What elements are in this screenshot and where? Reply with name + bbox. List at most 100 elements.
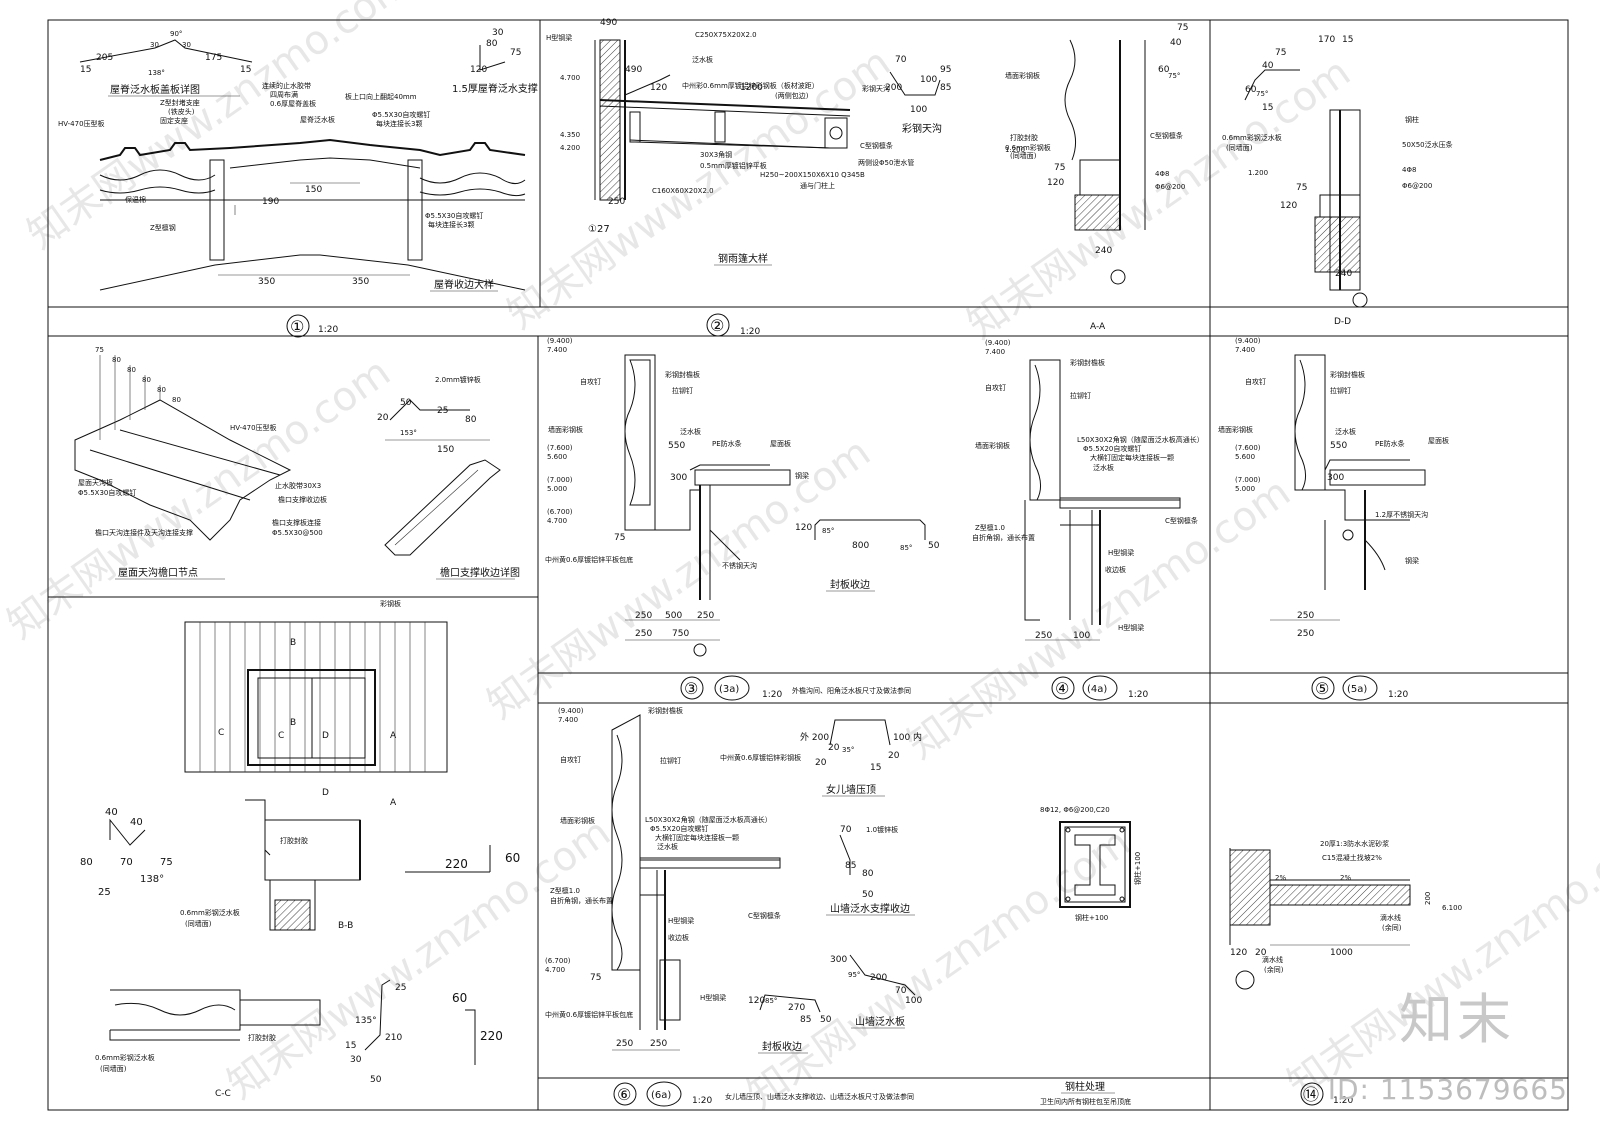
dim-label: 240 [1095, 246, 1112, 256]
callout: L50X30X2角钢（随屋面泛水板高通长） [645, 815, 772, 824]
detail-scale: 1:20 [318, 325, 338, 335]
callout: 20厚1:3防水水泥砂浆 [1320, 839, 1389, 848]
callout: 檐口天沟连接件及天沟连接支撑 [95, 528, 193, 537]
detail-number-alt: (3a) [719, 684, 739, 695]
dim-label: 350 [352, 277, 369, 287]
callout: H型钢梁 [1108, 548, 1134, 557]
detail-number: ④ [1055, 679, 1069, 698]
dim-label: 外 200 [800, 731, 829, 743]
dim-label: 85° [900, 544, 912, 552]
callout: 0.6mm彩钢泛水板 [95, 1053, 155, 1062]
dim-label: 80 [127, 366, 136, 374]
detail-scale: 1:20 [762, 690, 782, 700]
detail-caption: 屋面天沟檐口节点 [118, 566, 198, 579]
dim-label: 550 [1330, 441, 1347, 451]
dim-label: 200 [885, 83, 902, 93]
dim-label: 120 [1230, 948, 1247, 958]
callout: Φ5.5X30自攻螺钉 [425, 211, 483, 220]
callout: Z型檩钢 [150, 223, 176, 232]
detail-eave-support: 50 25 80 20 153° 150 2.0mm镀锌板 檐口支撑收边详图 [377, 375, 520, 580]
callout: Φ5.5X30自攻螺钉 [78, 488, 136, 497]
dim-label: 30 [150, 41, 159, 49]
watermark: 知末网www.znzmo.com [959, 49, 1358, 348]
section-a-a: 75 40 60 75° 120 75 240 墙面彩钢板 打胶封胶 0.6mm… [1005, 23, 1188, 332]
dim-label: 95 [940, 65, 951, 75]
dim-label: 70 [895, 55, 907, 65]
dim-label: 70 [895, 986, 907, 996]
dim-label: 80 [112, 356, 121, 364]
dim-label: 75 [95, 346, 104, 354]
dim-label: 70 [840, 825, 852, 835]
dim-label: 250 [650, 1039, 667, 1049]
dim-label: 250 [635, 629, 652, 639]
callout: 自折角钢，通长布置 [972, 533, 1035, 542]
detail-6: (9.400) 7.400 (6.700) 4.700 彩钢封檐板 自攻钉 拉铆… [545, 706, 914, 1107]
dim-label: 135° [355, 1016, 377, 1026]
detail-number: ② [710, 316, 724, 335]
section-label: D-D [1334, 317, 1351, 327]
section-label: A-A [1090, 322, 1106, 332]
brand-logo-text: 知末 [1399, 988, 1515, 1051]
callout: 彩钢天沟 [862, 84, 890, 93]
detail-gable-flashing: 300 95° 200 70 100 山墙泛水板 [830, 954, 922, 1029]
callout: C型钢檩条 [1165, 516, 1198, 525]
level: 4.700 [545, 966, 565, 974]
dim-label: 170 [1318, 35, 1335, 45]
dim-label: 1000 [1330, 948, 1353, 958]
callout: 屋面板 [1428, 436, 1449, 445]
dim-label: 250 [608, 197, 625, 207]
dim-label: 40 [105, 807, 118, 818]
level: (9.400) [547, 337, 573, 345]
callout: PE防水条 [1375, 439, 1405, 448]
dim-label: 75 [510, 48, 521, 58]
dim-label: 75 [614, 533, 625, 543]
detail-note: 卫生间内所有钢柱包至吊顶底 [1040, 1097, 1131, 1106]
detail-seal-edge-2: 120 85° 270 85 50 封板收边 [748, 994, 832, 1054]
dim-label: 205 [96, 53, 113, 63]
callout: 中州黄0.6厚镀铝锌彩钢板 [720, 753, 801, 762]
dim-label: 20 [888, 751, 900, 761]
level: 5.600 [547, 453, 567, 461]
callout: H型钢梁 [700, 993, 726, 1002]
callout: PE防水条 [712, 439, 742, 448]
callout: 拉铆钉 [672, 386, 693, 395]
dim-label: 200 [1424, 892, 1432, 905]
callout: 钢柱 [1405, 115, 1419, 124]
level: 1.200 [1005, 146, 1025, 154]
dim-label: 钢柱+100 [1133, 852, 1142, 885]
section-label: C-C [215, 1089, 231, 1099]
callout: C15混凝土找坡2% [1322, 853, 1382, 862]
detail-3: (9.400) 7.400 (7.600) 5.600 (7.000) 5.00… [545, 337, 911, 701]
watermark: 知末网www.znzmo.com [739, 819, 1138, 1118]
dim-label: 75 [1177, 23, 1188, 33]
level: 4.350 [560, 131, 580, 139]
dim-label: 50 [370, 1075, 382, 1085]
dim-label: 250 [1297, 611, 1314, 621]
callout: H250~200X150X6X10 Q345B [760, 171, 865, 179]
detail-14: 20厚1:3防水水泥砂浆 C15混凝土找坡2% 滴水线 (余同) 滴水线 (余同… [1229, 839, 1462, 1106]
detail-caption: 钢雨篷大样 [718, 252, 768, 265]
callout: 板上口向上翻起40mm [345, 92, 417, 101]
detail-number: ⑤ [1315, 679, 1329, 698]
callout: C型钢檩条 [748, 911, 781, 920]
section-mark: A [390, 731, 397, 741]
section-b-b: 40 40 75 70 80 25 138° 220 60 打胶封胶 0.6mm… [80, 799, 520, 931]
dim-label: 190 [262, 197, 279, 207]
level: 5.000 [547, 485, 567, 493]
section-mark: C [278, 731, 284, 741]
dim-label: 100 [1073, 631, 1090, 641]
dim-label: 138° [148, 69, 165, 77]
dim-label: 120 [470, 65, 487, 75]
callout: 檐口支撑收边板 [278, 495, 327, 504]
detail-gutter-eave-node: 75 80 80 80 80 80 HV-470压型板 屋面天沟板 Φ5.5X3… [74, 346, 327, 580]
callout: (同墙面) [185, 919, 212, 928]
dim-label: 60 [1158, 65, 1170, 75]
level: (9.400) [558, 707, 584, 715]
detail-number: ③ [684, 679, 698, 698]
callout: 彩钢封檐板 [648, 706, 683, 715]
callout: 中州黄0.6厚镀铝锌平板包底 [545, 1010, 633, 1019]
callout: Φ5.5X30@500 [272, 529, 323, 537]
callout: 1.0镀锌板 [866, 825, 898, 834]
callout: 墙面彩钢板 [1005, 71, 1040, 80]
